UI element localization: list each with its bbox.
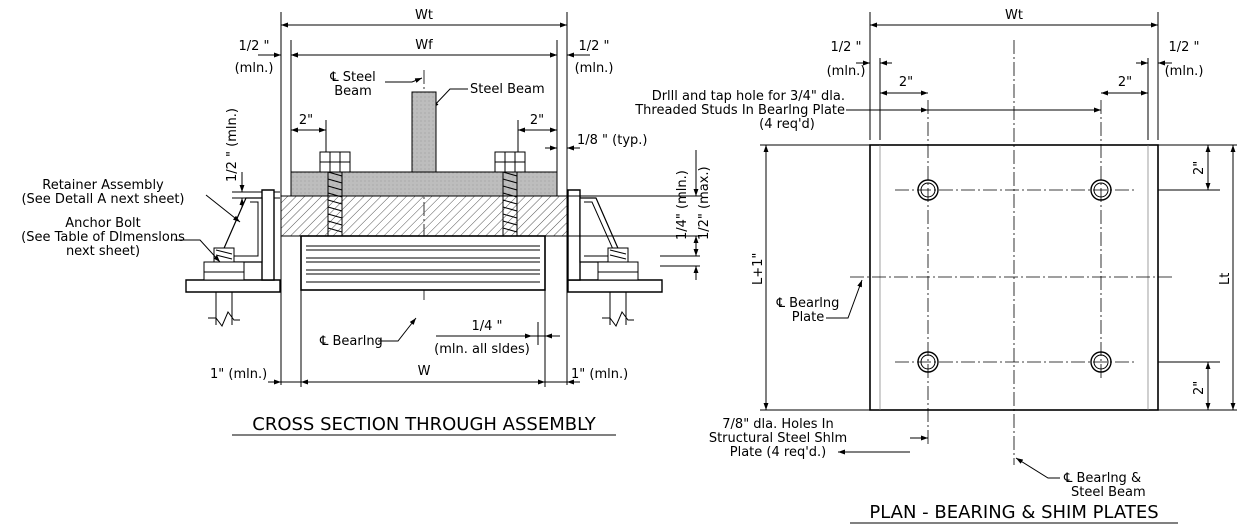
- plan-two-inch-top-dimension: 2": [1158, 145, 1220, 191]
- cross-section-title: CROSS SECTION THROUGH ASSEMBLY: [252, 414, 596, 435]
- left-retainer-assembly: [185, 189, 281, 327]
- stud-hole: [917, 351, 939, 373]
- shim-plate: [280, 195, 568, 237]
- cl-bearing-plate-label-1: ℄ Bearlng: [776, 296, 840, 311]
- elastomeric-bearing: [300, 235, 546, 291]
- one-eighth-typ-label: 1/8 " (typ.): [577, 133, 647, 148]
- retainer-assembly-callout: Retainer Assembly (See Detall A next she…: [21, 178, 241, 223]
- cl-steel-label-2: Beam: [334, 84, 372, 99]
- plan-two-inch-bottom-label: 2": [1192, 381, 1207, 395]
- retainer-label-1: Retainer Assembly: [42, 178, 164, 193]
- anchor-bolt-callout: Anchor Bolt (See Table of Dlmenslons nex…: [21, 216, 221, 263]
- retainer-label-2: (See Detall A next sheet): [21, 192, 184, 207]
- stud-hole: [1090, 351, 1112, 373]
- plan-two-inch-right: 2": [1101, 75, 1148, 96]
- right-retainer-assembly: [567, 189, 663, 327]
- cl-bearing-steel-beam-callout: ℄ Bearlng & Steel Beam: [1015, 457, 1146, 500]
- one-inch-min-right-label: 1" (mln.): [571, 367, 628, 382]
- plan-wt-dimension: Wt: [870, 8, 1158, 28]
- lt-dimension: Lt: [1158, 144, 1237, 411]
- anchor-label-3: next sheet): [66, 244, 140, 259]
- half-inch-min-right-dimension: 1/2 " (mln.): [545, 39, 613, 76]
- plan-two-inch-right-label: 2": [1118, 75, 1132, 90]
- wt-dimension: Wt: [281, 8, 567, 28]
- plan-wt-label: Wt: [1005, 8, 1023, 23]
- plan-half-inch-right: 1/2 " (mln.): [1136, 40, 1203, 79]
- plan-min-left-label: (mln.): [827, 64, 866, 79]
- plan-half-inch-right-label: 1/2 ": [1168, 40, 1199, 55]
- quarter-all-sides-label-2: (mln. all sldes): [434, 342, 530, 357]
- cross-section-view: Wt Wf 1/2 " (mln.) 1/2 " (mln.) ℄ Steel …: [21, 8, 712, 436]
- one-inch-min-right-dimension: 1" (mln.): [567, 367, 628, 385]
- w-label: W: [418, 364, 431, 379]
- plan-half-inch-left-label: 1/2 ": [830, 40, 861, 55]
- steel-beam-callout: Steel Beam: [431, 82, 545, 109]
- left-threaded-stud: [319, 151, 351, 237]
- cl-bearing-callout: ℄ Bearlng: [319, 317, 417, 349]
- drill-tap-note: Drlll and tap hole for 3/4" dla. Threade…: [634, 89, 1101, 132]
- l-plus-one-dimension: L+1": [751, 144, 870, 411]
- plan-two-inch-top-label: 2": [1192, 161, 1207, 175]
- one-inch-min-left-dimension: 1" (mln.): [210, 367, 281, 385]
- wt-label: Wt: [415, 8, 433, 23]
- bearing-thickness-dimensions: 1/4" (mln.) 1/2" (max.): [567, 150, 712, 280]
- drill-label-2: Threaded Studs In Bearlng Plate: [634, 103, 845, 118]
- plan-view: Wt 1/2 " (mln.) 1/2 " (mln.) 2" 2" Drlll…: [634, 8, 1237, 524]
- half-inch-right-label: 1/2 ": [578, 39, 609, 54]
- anchor-label-2: (See Table of Dlmenslons: [21, 230, 185, 245]
- plan-two-inch-bottom-dimension: 2": [1158, 361, 1220, 410]
- w-dimension: W: [281, 364, 567, 385]
- holes-label-2: Structural Steel Shlm: [709, 431, 847, 446]
- quarter-all-sides-dimension: 1/4 " (mln. all sldes): [434, 319, 560, 357]
- two-inch-right-label: 2": [530, 113, 544, 128]
- cl-bearing-beam-label-1: ℄ Bearlng &: [1063, 471, 1141, 486]
- l-plus-one-label: L+1": [751, 253, 766, 285]
- plan-two-inch-left: 2": [880, 75, 928, 96]
- two-inch-right-dimension: 2": [518, 113, 557, 133]
- shim-holes-note: 7/8" dla. Holes In Structural Steel Shlm…: [709, 417, 928, 460]
- steel-beam-web: [411, 91, 437, 173]
- stud-hole: [917, 179, 939, 201]
- anchor-label-1: Anchor Bolt: [65, 216, 141, 231]
- drill-label-1: Drlll and tap hole for 3/4" dla.: [652, 89, 845, 104]
- holes-label-1: 7/8" dla. Holes In: [722, 417, 833, 432]
- cl-bearing-label: ℄ Bearlng: [319, 334, 383, 349]
- cl-bearing-plate-label-2: Plate: [792, 310, 825, 325]
- min-left-label: (mln.): [235, 61, 274, 76]
- cl-steel-beam-callout: ℄ Steel Beam: [329, 70, 423, 99]
- two-inch-left-label: 2": [299, 113, 313, 128]
- plan-title: PLAN - BEARING & SHIM PLATES: [869, 502, 1158, 523]
- bearing-plate: [290, 171, 558, 197]
- wf-dimension: Wf: [291, 38, 557, 58]
- drill-label-3: (4 req'd): [759, 117, 815, 132]
- holes-label-3: Plate (4 req'd.): [730, 445, 826, 460]
- half-inch-left-label: 1/2 ": [238, 39, 269, 54]
- plan-min-right-label: (mln.): [1165, 64, 1204, 79]
- plan-two-inch-left-label: 2": [899, 75, 913, 90]
- quarter-all-sides-label-1: 1/4 ": [471, 319, 502, 334]
- right-threaded-stud: [494, 151, 526, 237]
- lt-label: Lt: [1218, 273, 1233, 285]
- half-inch-min-vertical-label: 1/2 " (mln.): [225, 108, 240, 182]
- half-max-label: 1/2" (max.): [697, 166, 712, 240]
- cl-steel-label-1: ℄ Steel: [329, 70, 375, 85]
- half-inch-min-left-dimension: 1/2 " (mln.): [235, 39, 303, 76]
- one-inch-min-left-label: 1" (mln.): [210, 367, 267, 382]
- two-inch-left-dimension: 2": [291, 113, 326, 133]
- wf-label: Wf: [415, 38, 433, 53]
- steel-beam-label: Steel Beam: [470, 82, 545, 97]
- plan-half-inch-left: 1/2 " (mln.): [827, 40, 892, 79]
- one-eighth-typ-dimension: 1/8 " (typ.): [545, 133, 647, 160]
- cl-bearing-plate-callout: ℄ Bearlng Plate: [776, 279, 863, 325]
- min-right-label: (mln.): [575, 61, 614, 76]
- cl-bearing-beam-label-2: Steel Beam: [1071, 485, 1146, 500]
- stud-hole: [1090, 179, 1112, 201]
- quarter-min-label: 1/4" (mln.): [675, 170, 690, 240]
